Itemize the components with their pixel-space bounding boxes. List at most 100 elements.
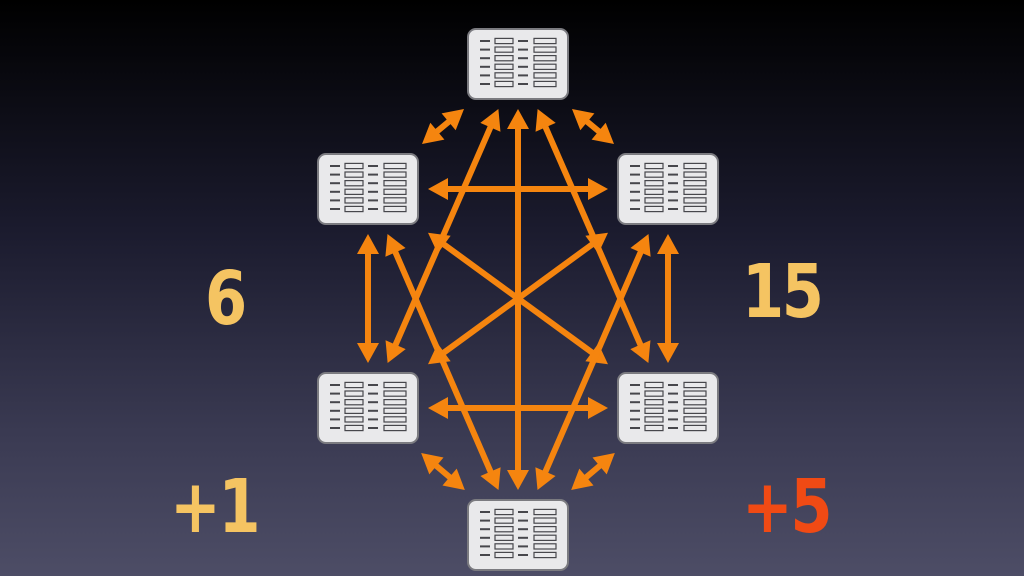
- table-cell-box: [344, 390, 364, 397]
- table-cell-box: [644, 424, 664, 432]
- table-cell-box: [383, 188, 407, 195]
- arrowhead: [588, 178, 608, 200]
- table-cell-dash: [480, 536, 490, 539]
- arrowhead: [630, 234, 651, 257]
- node-delta-label: +1: [170, 464, 261, 550]
- table-cell-box: [683, 424, 707, 432]
- arrowhead: [421, 453, 444, 475]
- table-cell-dash: [668, 409, 678, 412]
- table-cell-dash: [330, 199, 340, 202]
- table-cell-box: [644, 171, 664, 178]
- arrowhead: [657, 343, 679, 363]
- table-cell-dash: [330, 409, 340, 412]
- table-cell-box: [683, 381, 707, 389]
- table-cell-box: [644, 180, 664, 187]
- table-cell-dash: [518, 74, 528, 77]
- table-cell-dash: [668, 392, 678, 395]
- arrowhead: [428, 232, 451, 254]
- arrowhead: [535, 109, 556, 132]
- table-cell-box: [494, 63, 514, 70]
- table-cell-box: [533, 72, 557, 79]
- table-cell-dash: [368, 208, 378, 210]
- table-cell-dash: [630, 190, 640, 193]
- table-cell-box: [644, 390, 664, 397]
- table-cell-dash: [368, 418, 378, 421]
- table-cell-dash: [330, 384, 340, 386]
- table-cell-dash: [518, 48, 528, 51]
- table-cell-box: [644, 205, 664, 213]
- table-cell-box: [683, 180, 707, 187]
- table-cell-box: [494, 534, 514, 542]
- arrowhead: [585, 232, 608, 254]
- table-cell-dash: [330, 165, 340, 167]
- table-cell-box: [644, 197, 664, 204]
- table-cell-dash: [480, 519, 490, 522]
- table-cell-dash: [480, 57, 490, 60]
- table-cell-box: [383, 399, 407, 406]
- table-cell-dash: [368, 401, 378, 404]
- link-delta-label: +5: [742, 464, 833, 550]
- table-cell-box: [344, 416, 364, 423]
- link-shaft: [541, 249, 645, 475]
- table-cell-box: [494, 80, 514, 88]
- table-cell-dash: [330, 401, 340, 404]
- arrowhead: [657, 234, 679, 254]
- table-cell-dash: [480, 83, 490, 85]
- table-cell-dash: [480, 48, 490, 51]
- arrowhead: [385, 340, 406, 363]
- link-count-label: 15: [742, 249, 824, 335]
- arrowhead: [442, 468, 465, 490]
- table-cell-dash: [330, 182, 340, 185]
- arrowhead: [507, 470, 529, 490]
- table-cell-box: [683, 390, 707, 397]
- table-cell-dash: [518, 40, 528, 42]
- table-cell-box: [644, 399, 664, 406]
- table-cell-box: [494, 551, 514, 559]
- table-cell-box: [494, 37, 514, 45]
- table-cell-box: [644, 381, 664, 389]
- table-cell-dash: [330, 427, 340, 429]
- node-lower-right-table-icon: [617, 372, 719, 444]
- link-shaft: [583, 118, 603, 135]
- table-cell-dash: [480, 545, 490, 548]
- table-cell-box: [344, 180, 364, 187]
- table-cell-dash: [518, 545, 528, 548]
- table-cell-box: [533, 63, 557, 70]
- table-cell-dash: [518, 65, 528, 68]
- table-cell-box: [383, 205, 407, 213]
- table-cell-dash: [630, 392, 640, 395]
- link-arrow-lower-left-to-bottom: [421, 453, 465, 490]
- table-cell-box: [344, 399, 364, 406]
- table-cell-box: [683, 416, 707, 423]
- table-cell-dash: [368, 165, 378, 167]
- arrowhead: [385, 234, 406, 257]
- arrowhead: [428, 397, 448, 419]
- table-cell-dash: [630, 199, 640, 202]
- table-cell-dash: [668, 384, 678, 386]
- link-arrow-upper-right-to-bottom: [535, 234, 651, 490]
- node-bottom-table-icon: [467, 499, 569, 571]
- link-shaft: [582, 462, 604, 481]
- table-cell-box: [383, 416, 407, 423]
- table-cell-dash: [330, 190, 340, 193]
- arrowhead: [357, 234, 379, 254]
- table-cell-dash: [668, 165, 678, 167]
- arrowhead: [572, 109, 595, 131]
- table-cell-dash: [668, 401, 678, 404]
- table-cell-box: [344, 381, 364, 389]
- table-cell-dash: [518, 83, 528, 85]
- node-count-label: 6: [205, 256, 247, 342]
- table-cell-box: [533, 543, 557, 550]
- table-cell-dash: [480, 74, 490, 77]
- table-cell-box: [533, 54, 557, 62]
- link-arrow-upper-right-to-lower-right: [657, 234, 679, 363]
- table-cell-dash: [368, 392, 378, 395]
- table-cell-dash: [668, 173, 678, 176]
- nodes-layer: [317, 28, 719, 571]
- link-shaft: [433, 118, 453, 135]
- table-cell-box: [644, 407, 664, 415]
- table-cell-box: [533, 508, 557, 516]
- arrowhead: [588, 397, 608, 419]
- table-cell-box: [344, 407, 364, 415]
